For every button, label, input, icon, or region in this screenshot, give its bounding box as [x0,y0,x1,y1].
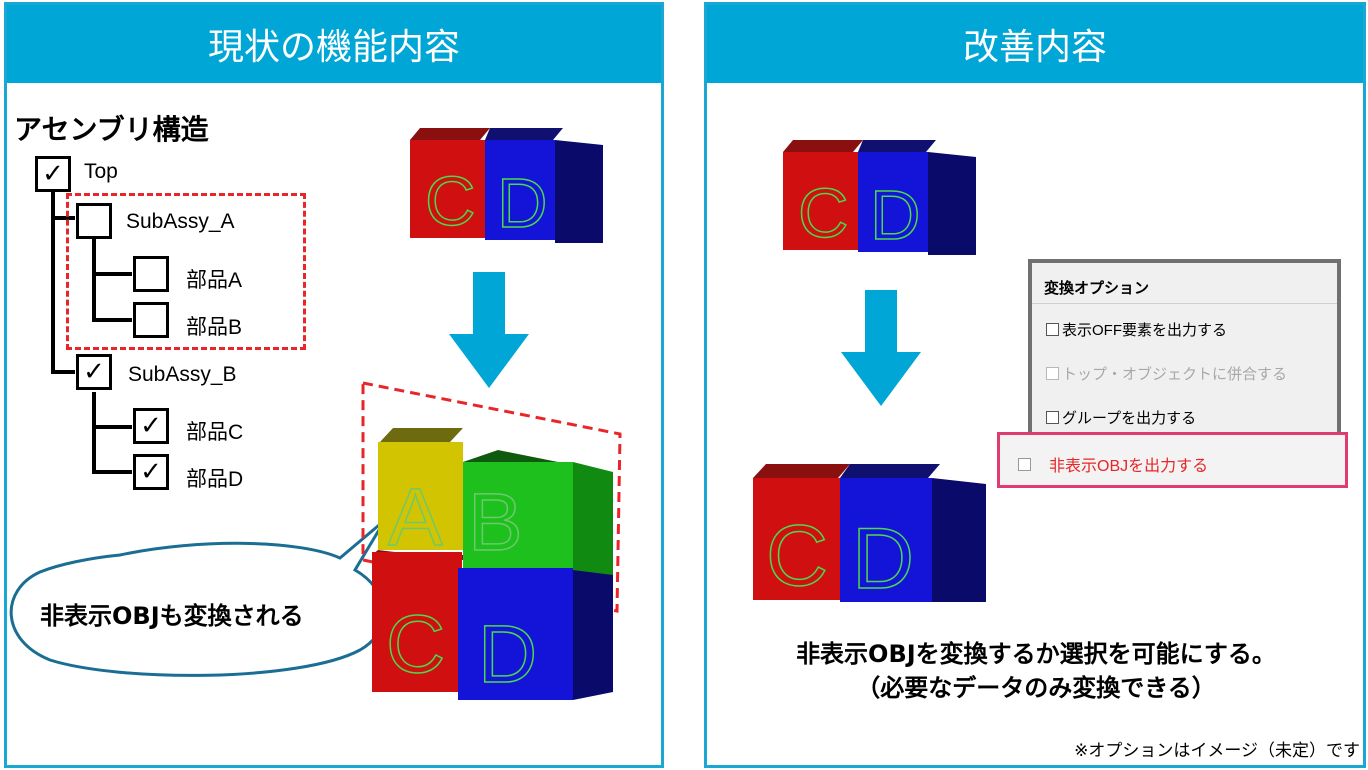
node-label-part-d: 部品D [186,468,244,491]
assembly-structure-title: アセンブリ構造 [14,113,209,146]
tree-line [92,238,96,320]
block-letter-d-right-lower: D [852,511,914,607]
down-arrow-right [841,290,921,406]
block-letter-c-right-lower: C [766,508,828,604]
hidden-group-highlight [66,193,306,350]
option-output-display-off[interactable]: 表示OFF要素を出力する [1046,319,1227,340]
node-label-subassy-b: SubAssy_B [128,363,237,386]
block-letter-c: C [425,162,476,240]
options-title: 変換オプション [1044,280,1150,297]
block-letter-a: A [388,472,443,563]
cd-blocks-right-bottom: C D [753,464,986,608]
tree-line [51,192,55,372]
block-letter-d-right: D [870,176,921,254]
block-letter-c-lower: C [386,599,445,690]
option-label: グループを出力する [1062,410,1197,427]
tree-line [51,216,75,220]
option-note: ※オプションはイメージ（未定）です [1074,741,1360,761]
block-letter-d: D [497,164,548,242]
checkbox-icon [1046,323,1059,336]
node-label-part-c: 部品C [186,421,244,444]
speech-bubble [9,518,387,677]
improvement-subtext: （必要なデータのみ変換できる） [856,674,1216,702]
node-label-subassy-a: SubAssy_A [126,210,235,233]
tree-line [92,272,132,276]
hidden-blocks-highlight [361,381,622,613]
option-output-hidden-obj-row: 非表示OBJを出力する [1018,452,1208,476]
down-arrow-left [449,272,529,388]
option-label: 非表示OBJを出力する [1049,458,1209,475]
node-label-top: Top [84,160,118,183]
block-letter-d-lower: D [478,609,537,700]
checkbox-part-b[interactable] [133,302,169,338]
tree-line [92,470,132,474]
checkbox-icon [1018,457,1031,471]
bubble-text: 非表示OBJも変換される [40,602,304,630]
options-divider [1032,303,1337,304]
node-label-part-a: 部品A [186,269,243,292]
improvement-description: 非表示OBJを変換するか選択を可能にする。 [796,640,1276,668]
block-letter-c-right: C [798,174,849,252]
checkbox-icon [1046,367,1059,380]
option-output-hidden-obj[interactable]: 非表示OBJを出力する [997,432,1348,488]
option-output-group[interactable]: グループを出力する [1046,407,1196,428]
node-label-part-b: 部品B [186,316,243,339]
cd-blocks-before: C D [410,128,603,243]
improvement-header: 改善内容 [707,5,1363,83]
option-label: 表示OFF要素を出力する [1062,322,1227,339]
checkbox-part-d[interactable]: ✓ [133,454,169,490]
cd-blocks-right-top: C D [783,140,976,255]
checkbox-top[interactable]: ✓ [35,156,71,192]
option-label: トップ・オブジェクトに併合する [1062,366,1288,383]
checkbox-subassy-b[interactable]: ✓ [76,354,112,390]
checkbox-icon [1046,411,1059,424]
checkbox-subassy-a[interactable] [76,203,112,239]
tree-line [92,392,96,472]
abcd-blocks: A B C D [372,428,613,701]
tree-line [92,318,132,322]
tree-line [92,425,132,429]
tree-line [51,370,75,374]
checkbox-part-a[interactable] [133,256,169,292]
checkbox-part-c[interactable]: ✓ [133,408,169,444]
current-function-header: 現状の機能内容 [7,5,661,83]
block-letter-b: B [468,477,523,568]
option-merge-top-object[interactable]: トップ・オブジェクトに併合する [1046,363,1287,384]
